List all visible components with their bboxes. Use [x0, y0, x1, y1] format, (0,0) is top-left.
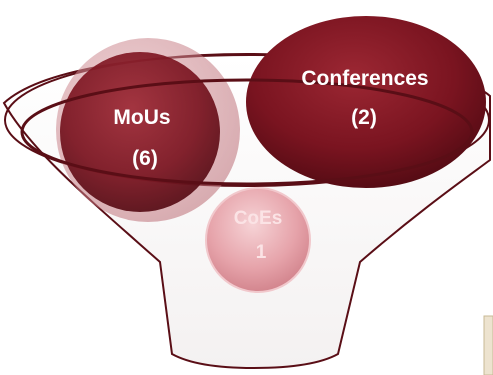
mous-circle	[60, 52, 220, 212]
mous-value: (6)	[132, 147, 158, 170]
funnel-rim-inner	[20, 78, 474, 186]
conferences-title: Conferences	[301, 67, 428, 90]
funnel-rim-outer	[4, 53, 490, 187]
coes-value: 1	[256, 242, 267, 263]
coes-title: CoEs	[234, 208, 283, 229]
conferences-value: (2)	[351, 106, 377, 129]
coes-circle	[205, 187, 311, 293]
conferences-circle	[246, 16, 486, 188]
mous-title: MoUs	[113, 106, 170, 129]
edge-fragment	[483, 315, 493, 375]
